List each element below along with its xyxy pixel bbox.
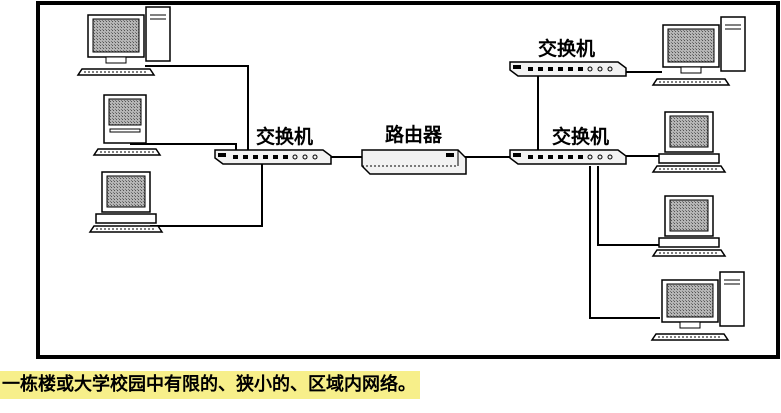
router-label: 路由器 bbox=[385, 123, 443, 146]
right-top-switch-icon bbox=[509, 61, 627, 77]
right-bottom-switch-icon bbox=[509, 149, 627, 165]
computer-icon bbox=[652, 16, 746, 86]
right-top-switch-label: 交换机 bbox=[538, 37, 595, 60]
computer-icon bbox=[93, 94, 161, 156]
computer-icon bbox=[652, 111, 726, 173]
computer-icon bbox=[651, 271, 745, 341]
left-switch-label: 交换机 bbox=[256, 125, 313, 148]
cables bbox=[130, 65, 662, 319]
computer-icon bbox=[89, 171, 163, 233]
right-bottom-switch-label: 交换机 bbox=[552, 125, 609, 148]
router-icon bbox=[361, 149, 467, 175]
computer-icon bbox=[652, 195, 726, 257]
computer-icon bbox=[77, 6, 171, 76]
left-switch-icon bbox=[214, 149, 332, 165]
caption: 一栋楼或大学校园中有限的、狭小的、区域内网络。 bbox=[0, 371, 420, 399]
